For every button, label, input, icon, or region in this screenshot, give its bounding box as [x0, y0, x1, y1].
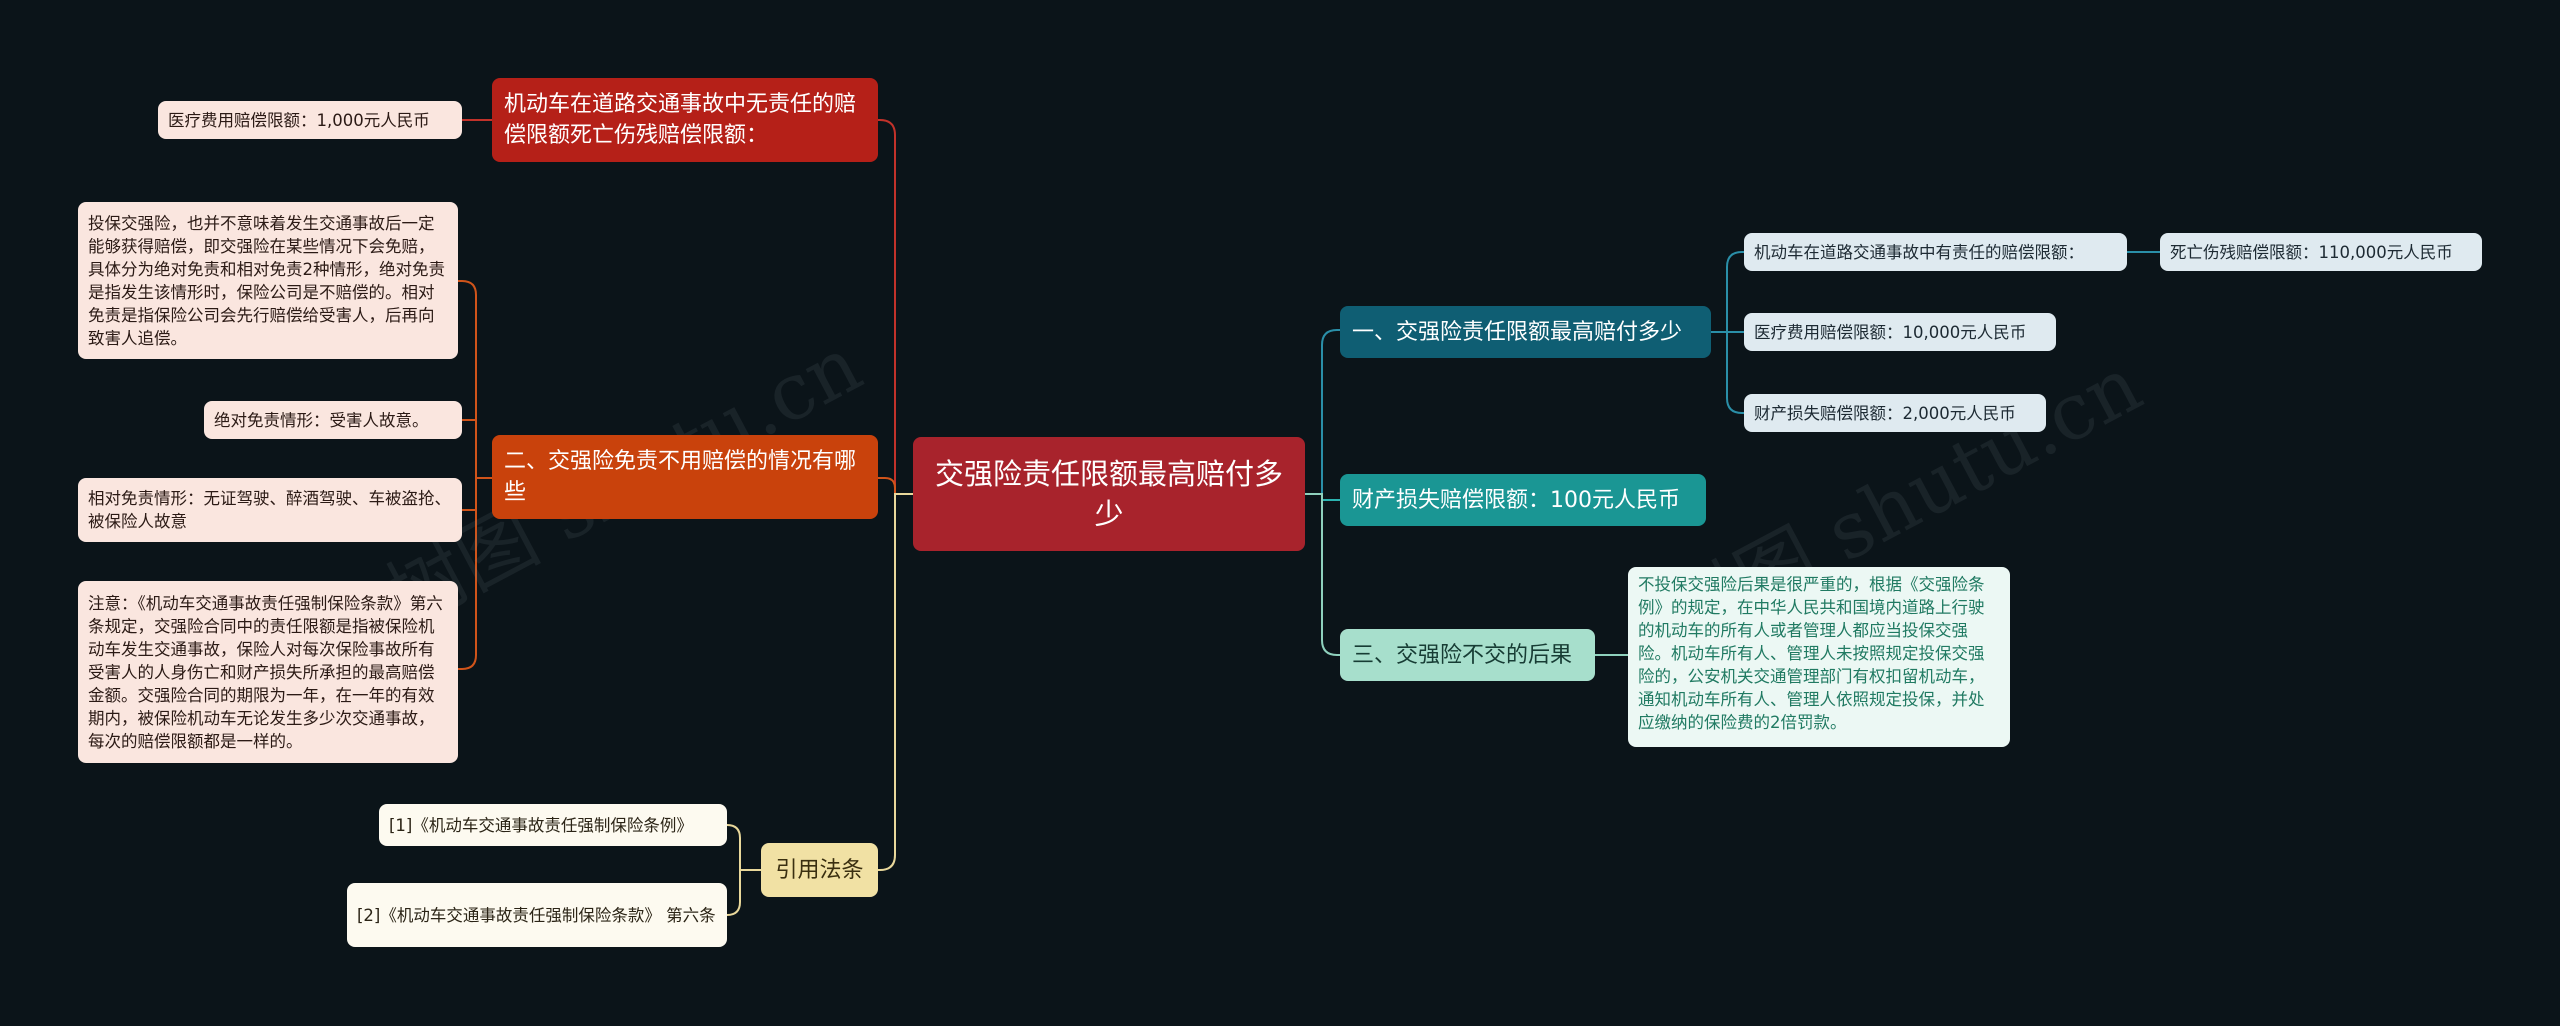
link-root-citations: [878, 493, 913, 871]
leaf-not-insured-consequence-text: 不投保交强险后果是很严重的，根据《交强险条例》的规定，在中华人民共和国境内道路上…: [1638, 575, 1985, 732]
branch-not-insured-label: 三、交强险不交的后果: [1352, 642, 1573, 668]
branch-property-loss[interactable]: 财产损失赔偿限额：100元人民币: [1340, 474, 1706, 526]
leaf-absolute-exemption[interactable]: 绝对免责情形：受害人故意。: [204, 401, 462, 439]
leaf-at-fault-limit-text: 机动车在道路交通事故中有责任的赔偿限额：: [1754, 242, 2084, 262]
branch-property-loss-label: 财产损失赔偿限额：100元人民币: [1352, 487, 1680, 513]
link-root-max-payout: [1305, 329, 1340, 495]
leaf-relative-exemption-text: 相对免责情形：无证驾驶、醉酒驾驶、车被盗抢、被保险人故意: [88, 489, 451, 531]
leaf-not-insured-consequence[interactable]: 不投保交强险后果是很严重的，根据《交强险条例》的规定，在中华人民共和国境内道路上…: [1628, 567, 2010, 747]
branch-exemptions-label: 二、交强险免责不用赔偿的情况有哪些: [504, 449, 857, 505]
branch-no-fault-limit[interactable]: 机动车在道路交通事故中无责任的赔偿限额死亡伤残赔偿限额：: [492, 78, 878, 162]
leaf-relative-exemption[interactable]: 相对免责情形：无证驾驶、醉酒驾驶、车被盗抢、被保险人故意: [78, 478, 462, 542]
leaf-death-disability-limit-text: 死亡伤残赔偿限额：110,000元人民币: [2170, 242, 2453, 262]
leaf-citation-2[interactable]: [2]《机动车交通事故责任强制保险条款》 第六条: [347, 883, 727, 947]
root-topic-label: 交强险责任限额最高赔付多少: [934, 457, 1283, 531]
branch-no-fault-limit-label: 机动车在道路交通事故中无责任的赔偿限额死亡伤残赔偿限额：: [504, 92, 857, 148]
leaf-citation-2-text: [2]《机动车交通事故责任强制保险条款》 第六条: [357, 905, 716, 925]
leaf-property-limit[interactable]: 财产损失赔偿限额：2,000元人民币: [1744, 394, 2046, 432]
root-topic[interactable]: 交强险责任限额最高赔付多少: [913, 437, 1305, 551]
branch-not-insured[interactable]: 三、交强险不交的后果: [1340, 629, 1595, 681]
leaf-exemptions-note-text: 注意：《机动车交通事故责任强制保险条款》第六条规定，交强险合同中的责任限额是指被…: [88, 593, 443, 751]
leaf-exemptions-overview-text: 投保交强险，也并不意味着发生交通事故后一定能够获得赔偿，即交强险在某些情况下会免…: [88, 213, 445, 348]
leaf-no-fault-medical[interactable]: 医疗费用赔偿限额：1,000元人民币: [158, 101, 462, 139]
branch-exemptions[interactable]: 二、交强险免责不用赔偿的情况有哪些: [492, 435, 878, 519]
link-root-not-insured: [1305, 493, 1340, 656]
leaf-at-fault-limit[interactable]: 机动车在道路交通事故中有责任的赔偿限额：: [1744, 233, 2127, 271]
leaf-exemptions-overview[interactable]: 投保交强险，也并不意味着发生交通事故后一定能够获得赔偿，即交强险在某些情况下会免…: [78, 202, 458, 359]
leaf-citation-1[interactable]: [1]《机动车交通事故责任强制保险条例》: [379, 804, 727, 846]
link-root-exemptions: [878, 477, 913, 495]
branch-citations-label: 引用法条: [775, 857, 864, 883]
leaf-exemptions-note[interactable]: 注意：《机动车交通事故责任强制保险条款》第六条规定，交强险合同中的责任限额是指被…: [78, 581, 458, 763]
leaf-medical-limit-text: 医疗费用赔偿限额：10,000元人民币: [1754, 322, 2027, 342]
link-root-no-fault: [878, 119, 913, 495]
branch-max-payout[interactable]: 一、交强险责任限额最高赔付多少: [1340, 306, 1711, 358]
branch-max-payout-label: 一、交强险责任限额最高赔付多少: [1352, 319, 1683, 345]
leaf-death-disability-limit[interactable]: 死亡伤残赔偿限额：110,000元人民币: [2160, 233, 2482, 271]
link-exemptions-leaves: [458, 280, 492, 670]
leaf-medical-limit[interactable]: 医疗费用赔偿限额：10,000元人民币: [1744, 313, 2056, 351]
leaf-no-fault-medical-text: 医疗费用赔偿限额：1,000元人民币: [168, 110, 430, 130]
branch-citations[interactable]: 引用法条: [761, 843, 878, 897]
link-max-payout-leaves: [1711, 251, 1744, 414]
leaf-absolute-exemption-text: 绝对免责情形：受害人故意。: [214, 410, 429, 430]
leaf-citation-1-text: [1]《机动车交通事故责任强制保险条例》: [389, 815, 693, 835]
leaf-property-limit-text: 财产损失赔偿限额：2,000元人民币: [1754, 403, 2016, 423]
link-citations-leaves: [726, 824, 761, 916]
